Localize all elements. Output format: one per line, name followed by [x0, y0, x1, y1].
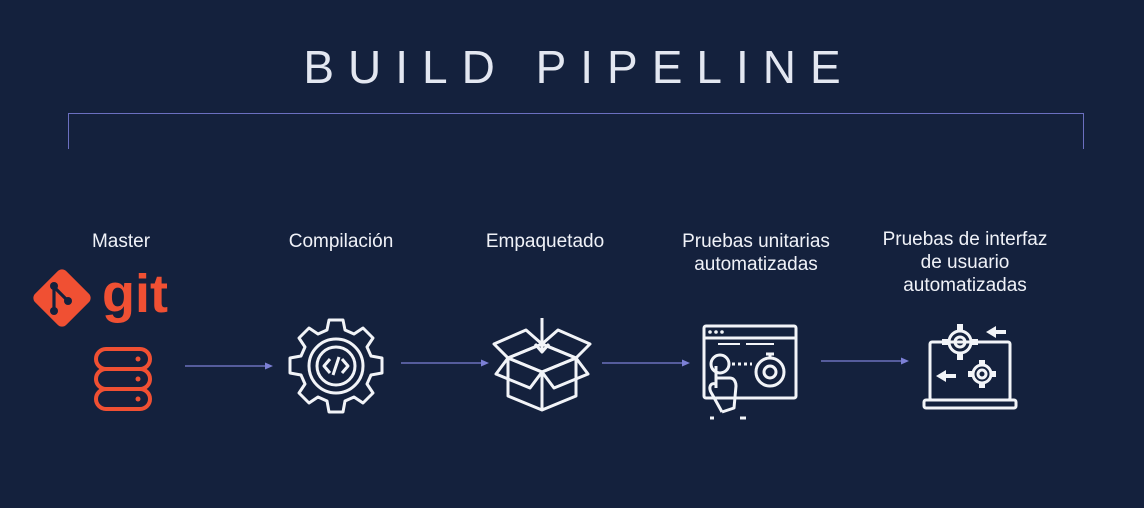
stage-label-pruebas-ui: Pruebas de interfaz de usuario automatiz… [882, 229, 1048, 296]
arrow-4 [821, 357, 909, 365]
browser-test-icon [702, 324, 798, 420]
arrow-2 [401, 359, 489, 367]
package-box-icon [492, 318, 592, 412]
database-icon [94, 347, 152, 411]
gear-code-icon [288, 318, 384, 414]
stage-label-pruebas-unitarias: Pruebas unitarias automatizadas [682, 231, 830, 275]
stage-label-compilacion: Compilación [288, 231, 394, 252]
stage-label-empaquetado: Empaquetado [485, 231, 605, 252]
git-logo-icon: git [33, 264, 168, 327]
arrow-1 [185, 362, 273, 370]
arrow-3 [602, 359, 690, 367]
diagram-title: BUILD PIPELINE [303, 41, 855, 93]
git-logo-text: git [102, 264, 168, 324]
laptop-gears-icon [922, 324, 1018, 410]
stage-label-master: Master [91, 231, 151, 252]
pipeline-bracket [68, 113, 1084, 149]
